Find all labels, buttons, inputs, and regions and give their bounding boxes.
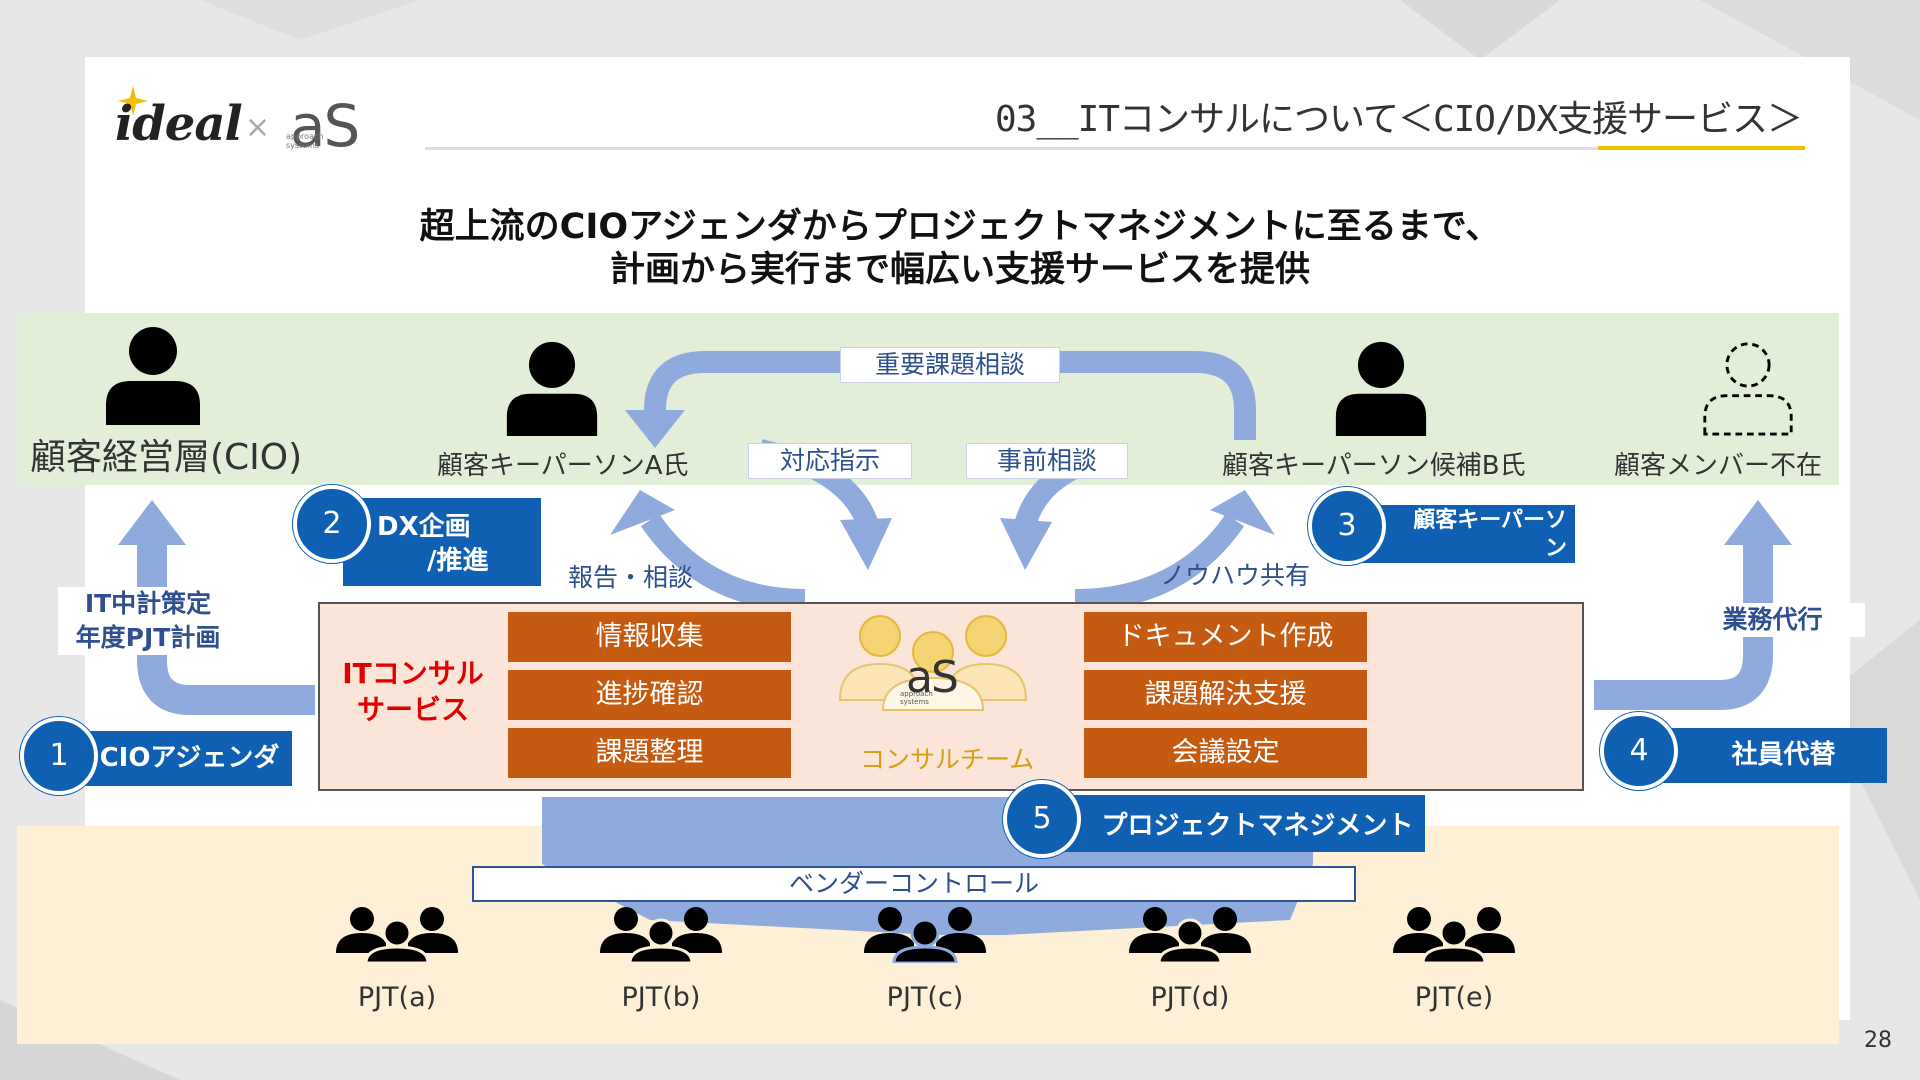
important-consult-arrowhead bbox=[625, 410, 685, 448]
cio-plan-arrow bbox=[137, 535, 315, 715]
page-number: 28 bbox=[1864, 1028, 1892, 1053]
project-e-group-icon bbox=[1393, 907, 1515, 963]
it-consul-title-1: ITコンサル bbox=[342, 657, 484, 690]
cio-label: 顧客経営層(CIO) bbox=[30, 437, 303, 478]
keyperson-a-person-icon bbox=[506, 341, 598, 436]
sparkle-icon bbox=[118, 86, 148, 116]
it-plan-line-2: 年度PJT計画 bbox=[75, 623, 221, 652]
headline-line-2: 計画から実行まで幅広い支援サービスを提供 bbox=[609, 250, 1310, 290]
vendor-control-label: ベンダーコントロール bbox=[472, 866, 1356, 902]
project-b-label: PJT(b) bbox=[621, 982, 701, 1013]
task-issue-resolution: 課題解決支援 bbox=[1084, 670, 1367, 720]
prior-consult-arrowhead bbox=[1000, 518, 1052, 570]
important-consult-label: 重要課題相談 bbox=[840, 347, 1060, 383]
consul-team-label: コンサルチーム bbox=[860, 745, 1035, 774]
cio-plan-arrowhead bbox=[118, 500, 186, 545]
service-2-number: 2 bbox=[293, 485, 371, 563]
logo-times: × bbox=[245, 110, 271, 145]
consul-team-logo-sub: approach systems bbox=[900, 690, 933, 706]
cio-person-icon bbox=[106, 327, 200, 425]
instruction-arrowhead bbox=[840, 518, 892, 570]
work-proxy-label: 業務代行 bbox=[1680, 603, 1865, 637]
service-2-line-2: /推進 bbox=[427, 546, 489, 576]
it-plan-line-1: IT中計策定 bbox=[84, 589, 212, 618]
report-label: 報告・相談 bbox=[568, 563, 694, 592]
it-plan-label: IT中計策定 年度PJT計画 bbox=[58, 587, 238, 655]
page-title: 03__ITコンサルについて＜CIO/DX支援サービス＞ bbox=[994, 99, 1803, 140]
task-meeting-setup: 会議設定 bbox=[1084, 728, 1367, 778]
project-c-group-icon bbox=[864, 907, 986, 963]
absent-member-icon bbox=[1703, 342, 1793, 436]
project-b-group-icon bbox=[600, 907, 722, 963]
service-5-label: プロジェクトマネジメント bbox=[1060, 795, 1425, 852]
service-4-number: 4 bbox=[1600, 712, 1678, 790]
task-issue-sorting: 課題整理 bbox=[508, 728, 791, 778]
customer-band bbox=[17, 313, 1839, 485]
service-5-number: 5 bbox=[1003, 780, 1081, 858]
title-divider bbox=[425, 147, 1805, 150]
project-c-label: PJT(c) bbox=[886, 982, 964, 1013]
work-proxy-arrow bbox=[1594, 535, 1773, 710]
project-a-group-icon bbox=[336, 907, 458, 963]
absent-member-label: 顧客メンバー不在 bbox=[1614, 451, 1823, 481]
project-a-label: PJT(a) bbox=[357, 982, 437, 1013]
task-document-creation: ドキュメント作成 bbox=[1084, 612, 1367, 662]
work-proxy-arrowhead bbox=[1724, 500, 1792, 545]
task-info-gathering: 情報収集 bbox=[508, 612, 791, 662]
keyperson-b-label: 顧客キーパーソン候補B氏 bbox=[1222, 451, 1526, 481]
task-progress-check: 進捗確認 bbox=[508, 670, 791, 720]
it-consul-title: ITコンサル サービス bbox=[338, 656, 488, 728]
project-d-group-icon bbox=[1129, 907, 1251, 963]
knowhow-label: ノウハウ共有 bbox=[1160, 561, 1311, 590]
consul-team-logo: aS bbox=[906, 652, 959, 703]
prior-consult-label: 事前相談 bbox=[966, 443, 1128, 479]
service-1-number: 1 bbox=[20, 717, 98, 795]
title-accent-bar bbox=[1598, 146, 1805, 150]
logo-ideal-text: ideal bbox=[115, 96, 243, 152]
project-d-label: PJT(d) bbox=[1150, 982, 1230, 1013]
service-2-label: DX企画 /推進 bbox=[343, 498, 541, 586]
report-arrow bbox=[640, 513, 806, 611]
knowhow-arrow bbox=[1074, 513, 1245, 611]
service-3-line-1: 顧客キーパーソン bbox=[1413, 508, 1567, 561]
knowhow-arrowhead bbox=[1210, 490, 1275, 535]
consul-team-icon bbox=[838, 615, 1028, 711]
it-consul-title-2: サービス bbox=[356, 693, 469, 726]
instruction-label: 対応指示 bbox=[748, 443, 912, 479]
service-1-label: CIOアジェンダ bbox=[65, 731, 292, 786]
service-3-line-2: 育成 bbox=[1522, 564, 1567, 589]
report-arrowhead bbox=[610, 490, 675, 535]
keyperson-b-person-icon bbox=[1335, 341, 1427, 436]
service-3-label: 顧客キーパーソン 育成 bbox=[1362, 505, 1575, 589]
keyperson-a-label: 顧客キーパーソンA氏 bbox=[437, 451, 689, 481]
logo-as-sub: approach systems bbox=[286, 132, 324, 150]
service-4-label: 社員代替 bbox=[1650, 728, 1887, 783]
service-3-number: 3 bbox=[1308, 487, 1386, 565]
service-2-line-1: DX企画 bbox=[377, 512, 471, 542]
headline-line-1: 超上流のCIOアジェンダからプロジェクトマネジメントに至るまで、 bbox=[419, 207, 1501, 247]
project-e-label: PJT(e) bbox=[1414, 982, 1494, 1013]
logo-as: aS bbox=[290, 92, 360, 160]
